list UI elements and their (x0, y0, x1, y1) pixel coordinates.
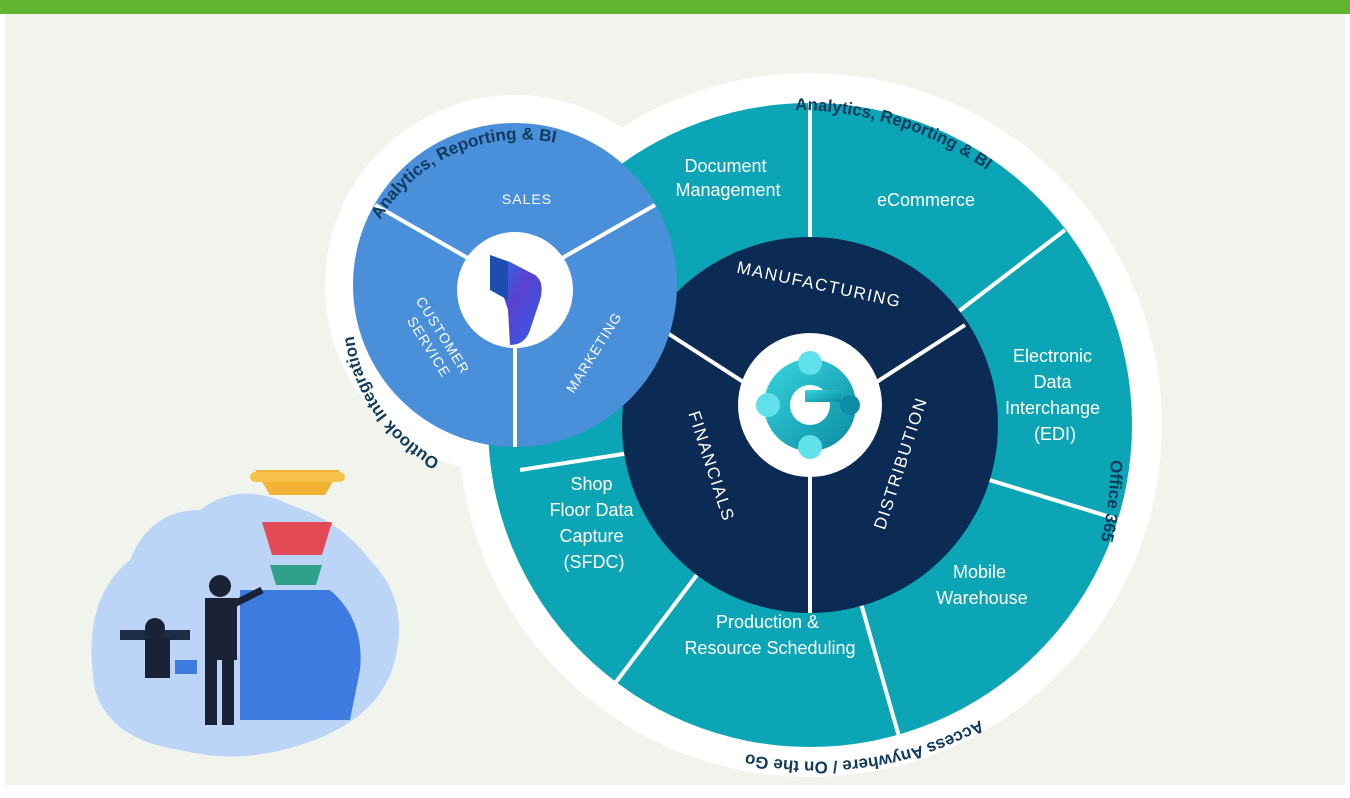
business-central-logo-icon (756, 351, 860, 459)
segment-sfdc: Shop Floor Data Capture (SFDC) (549, 474, 638, 572)
business-analysis-illustration (91, 470, 400, 757)
dynamics-365-logo-icon (490, 255, 542, 345)
segment-edi: Electronic Data Interchange (EDI) (1005, 346, 1105, 444)
segment-document-management: Document Management (675, 156, 780, 200)
crm-sales: SALES (502, 191, 552, 207)
segment-production: Production & Resource Scheduling (684, 612, 855, 658)
segment-ecommerce: eCommerce (877, 190, 975, 210)
segment-mobile-warehouse: Mobile Warehouse (936, 562, 1027, 608)
header-bar (0, 0, 1350, 14)
